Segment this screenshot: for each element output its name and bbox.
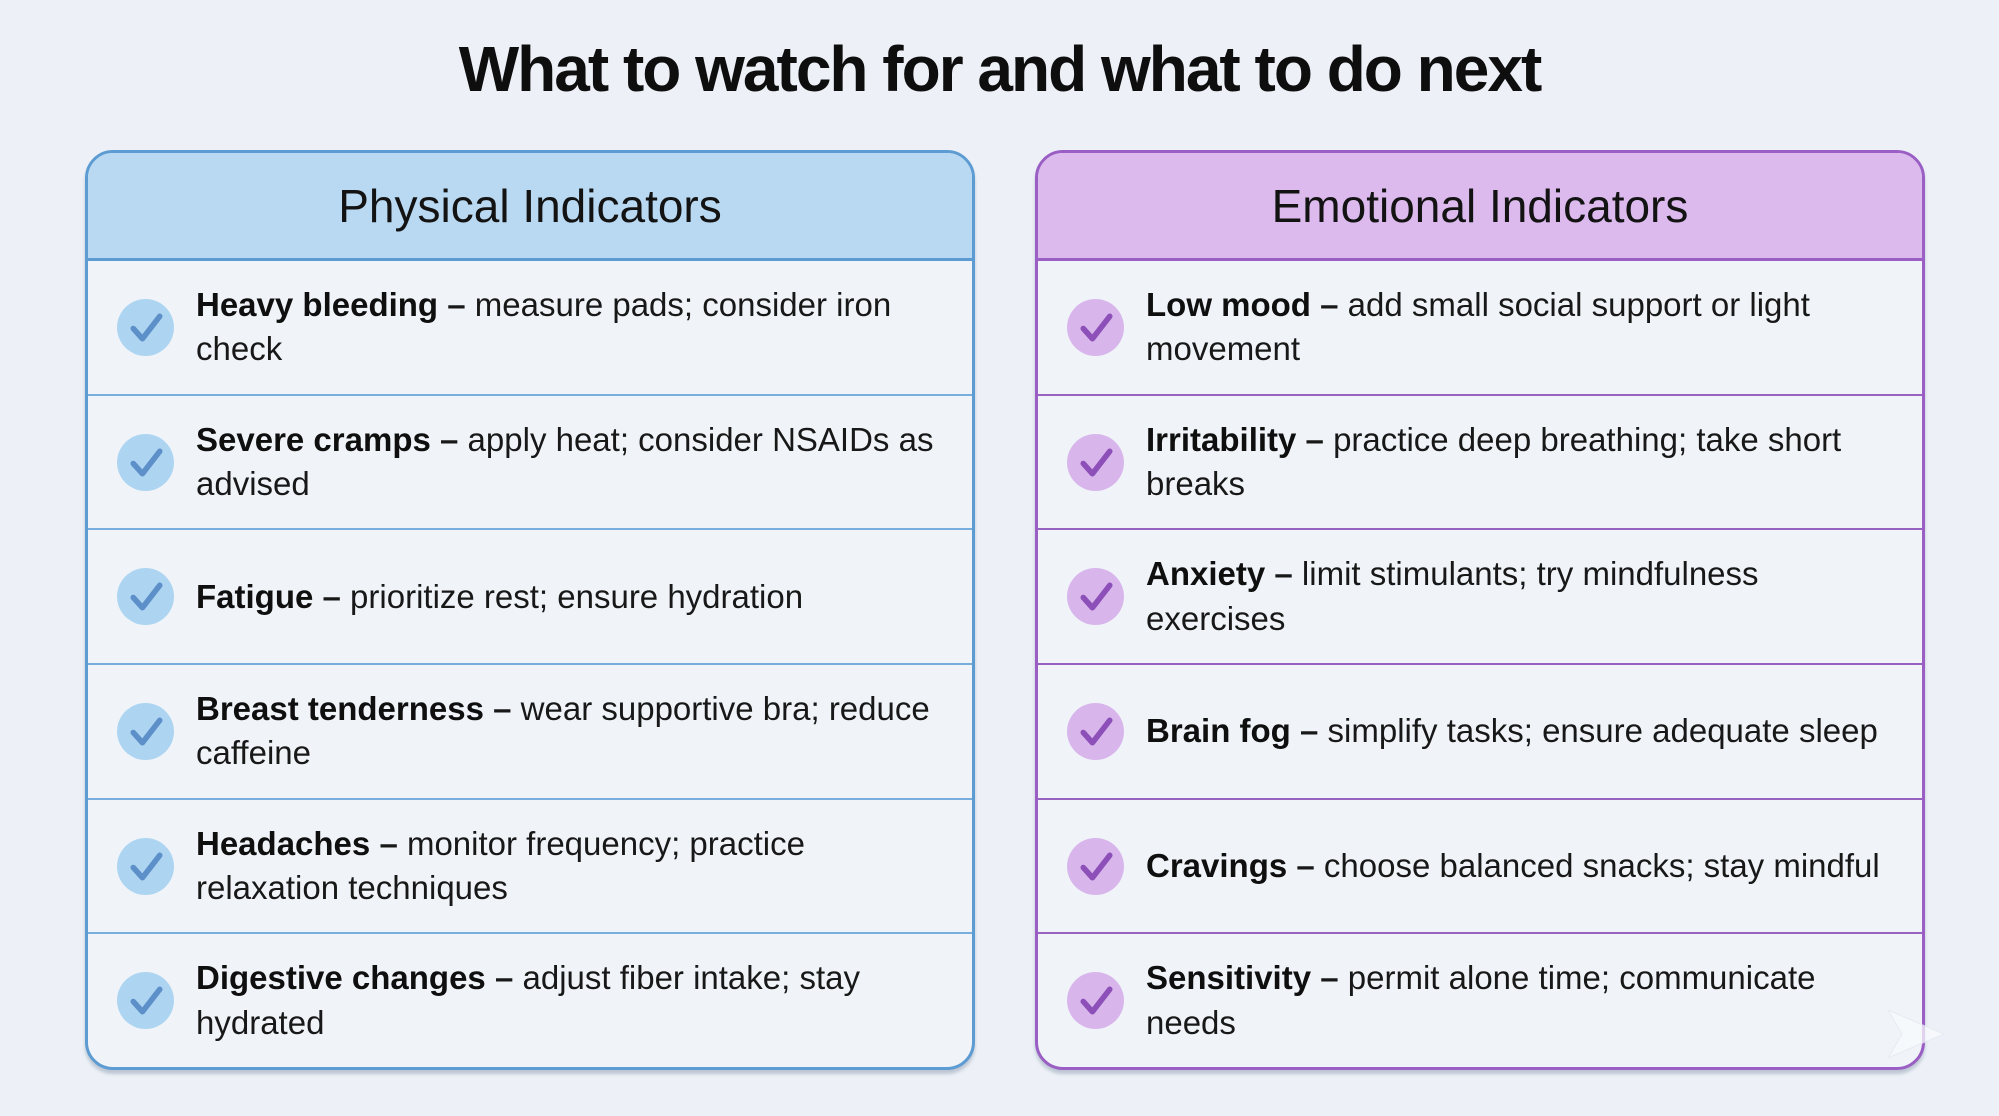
- item-action: measure pads; consider iron check: [196, 286, 892, 368]
- dash-separator: –: [379, 824, 398, 862]
- item-action: simplify tasks; ensure adequate sleep: [1327, 712, 1878, 750]
- item-action: practice deep breathing; take short brea…: [1146, 420, 1842, 502]
- item-term: Breast tenderness: [196, 690, 484, 728]
- item-action: adjust fiber intake; stay hydrated: [196, 959, 860, 1041]
- dash-separator: –: [1296, 846, 1315, 884]
- physical-indicators-header: Physical Indicators: [88, 153, 972, 261]
- item-term: Sensitivity: [1146, 959, 1312, 997]
- physical-indicators-list: Heavy bleeding – measure pads; consider …: [88, 261, 972, 1067]
- item-action: choose balanced snacks; stay mindful: [1323, 846, 1880, 884]
- list-item: Sensitivity – permit alone time; communi…: [1038, 934, 1922, 1067]
- dash-separator: –: [1305, 420, 1324, 458]
- item-term: Fatigue: [196, 577, 314, 615]
- check-icon: [1067, 837, 1124, 895]
- list-item-text: Sensitivity – permit alone time; communi…: [1146, 956, 1892, 1044]
- item-action: prioritize rest; ensure hydration: [350, 577, 804, 615]
- list-item: Digestive changes – adjust fiber intake;…: [88, 934, 972, 1067]
- dash-separator: –: [322, 577, 341, 615]
- check-icon: [1067, 433, 1124, 491]
- item-term: Headaches: [196, 824, 371, 862]
- list-item: Heavy bleeding – measure pads; consider …: [88, 261, 972, 396]
- item-term: Anxiety: [1146, 555, 1266, 593]
- item-term: Severe cramps: [196, 420, 431, 458]
- check-icon: [1067, 568, 1124, 626]
- check-icon: [1067, 702, 1124, 760]
- check-icon: [117, 433, 174, 491]
- check-icon: [117, 568, 174, 626]
- item-action: apply heat; consider NSAIDs as advised: [196, 420, 934, 502]
- item-action: wear supportive bra; reduce caffeine: [196, 690, 930, 772]
- list-item: Low mood – add small social support or l…: [1038, 261, 1922, 396]
- list-item-text: Fatigue – prioritize rest; ensure hydrat…: [196, 575, 809, 619]
- emotional-indicators-card: Emotional Indicators Low mood – add smal…: [1035, 150, 1925, 1070]
- emotional-indicators-header: Emotional Indicators: [1038, 153, 1922, 261]
- list-item: Breast tenderness – wear supportive bra;…: [88, 665, 972, 800]
- item-term: Heavy bleeding: [196, 286, 439, 324]
- list-item-text: Irritability – practice deep breathing; …: [1146, 418, 1892, 506]
- emotional-indicators-list: Low mood – add small social support or l…: [1038, 261, 1922, 1067]
- physical-indicators-card: Physical Indicators Heavy bleeding – mea…: [85, 150, 975, 1070]
- list-item-text: Brain fog – simplify tasks; ensure adequ…: [1146, 709, 1884, 753]
- list-item-text: Breast tenderness – wear supportive bra;…: [196, 687, 942, 775]
- list-item-text: Anxiety – limit stimulants; try mindfuln…: [1146, 552, 1892, 640]
- check-icon: [1067, 972, 1124, 1030]
- list-item-text: Severe cramps – apply heat; consider NSA…: [196, 418, 942, 506]
- list-item: Cravings – choose balanced snacks; stay …: [1038, 800, 1922, 935]
- list-item: Fatigue – prioritize rest; ensure hydrat…: [88, 530, 972, 666]
- check-icon: [117, 298, 174, 356]
- item-action: permit alone time; communicate needs: [1146, 959, 1816, 1041]
- list-item: Headaches – monitor frequency; practice …: [88, 800, 972, 935]
- dash-separator: –: [1320, 286, 1339, 324]
- dash-separator: –: [440, 420, 459, 458]
- dash-separator: –: [447, 286, 466, 324]
- item-action: add small social support or light moveme…: [1146, 286, 1810, 368]
- list-item: Brain fog – simplify tasks; ensure adequ…: [1038, 665, 1922, 800]
- check-icon: [117, 972, 174, 1030]
- page-title: What to watch for and what to do next: [458, 33, 1543, 105]
- check-icon: [117, 702, 174, 760]
- dash-separator: –: [493, 690, 512, 728]
- list-item: Anxiety – limit stimulants; try mindfuln…: [1038, 530, 1922, 666]
- item-term: Brain fog: [1146, 712, 1291, 750]
- dash-separator: –: [1300, 712, 1319, 750]
- check-icon: [1067, 298, 1124, 356]
- check-icon: [117, 837, 174, 895]
- list-item-text: Headaches – monitor frequency; practice …: [196, 822, 942, 910]
- item-term: Low mood: [1146, 286, 1311, 324]
- dash-separator: –: [494, 959, 514, 997]
- item-term: Digestive changes: [196, 959, 486, 997]
- dash-separator: –: [1320, 959, 1339, 997]
- item-action: monitor frequency; practice relaxation t…: [196, 824, 805, 907]
- list-item-text: Digestive changes – adjust fiber intake;…: [196, 956, 942, 1044]
- list-item: Irritability – practice deep breathing; …: [1038, 396, 1922, 531]
- list-item: Severe cramps – apply heat; consider NSA…: [88, 396, 972, 531]
- list-item-text: Cravings – choose balanced snacks; stay …: [1146, 844, 1886, 888]
- item-action: limit stimulants; try mindfulness exerci…: [1146, 555, 1759, 637]
- item-term: Irritability: [1146, 420, 1297, 458]
- item-term: Cravings: [1146, 846, 1288, 884]
- dash-separator: –: [1274, 555, 1293, 593]
- list-item-text: Heavy bleeding – measure pads; consider …: [196, 283, 942, 371]
- watermark-arrow-icon: [1886, 1008, 1946, 1060]
- list-item-text: Low mood – add small social support or l…: [1146, 283, 1892, 371]
